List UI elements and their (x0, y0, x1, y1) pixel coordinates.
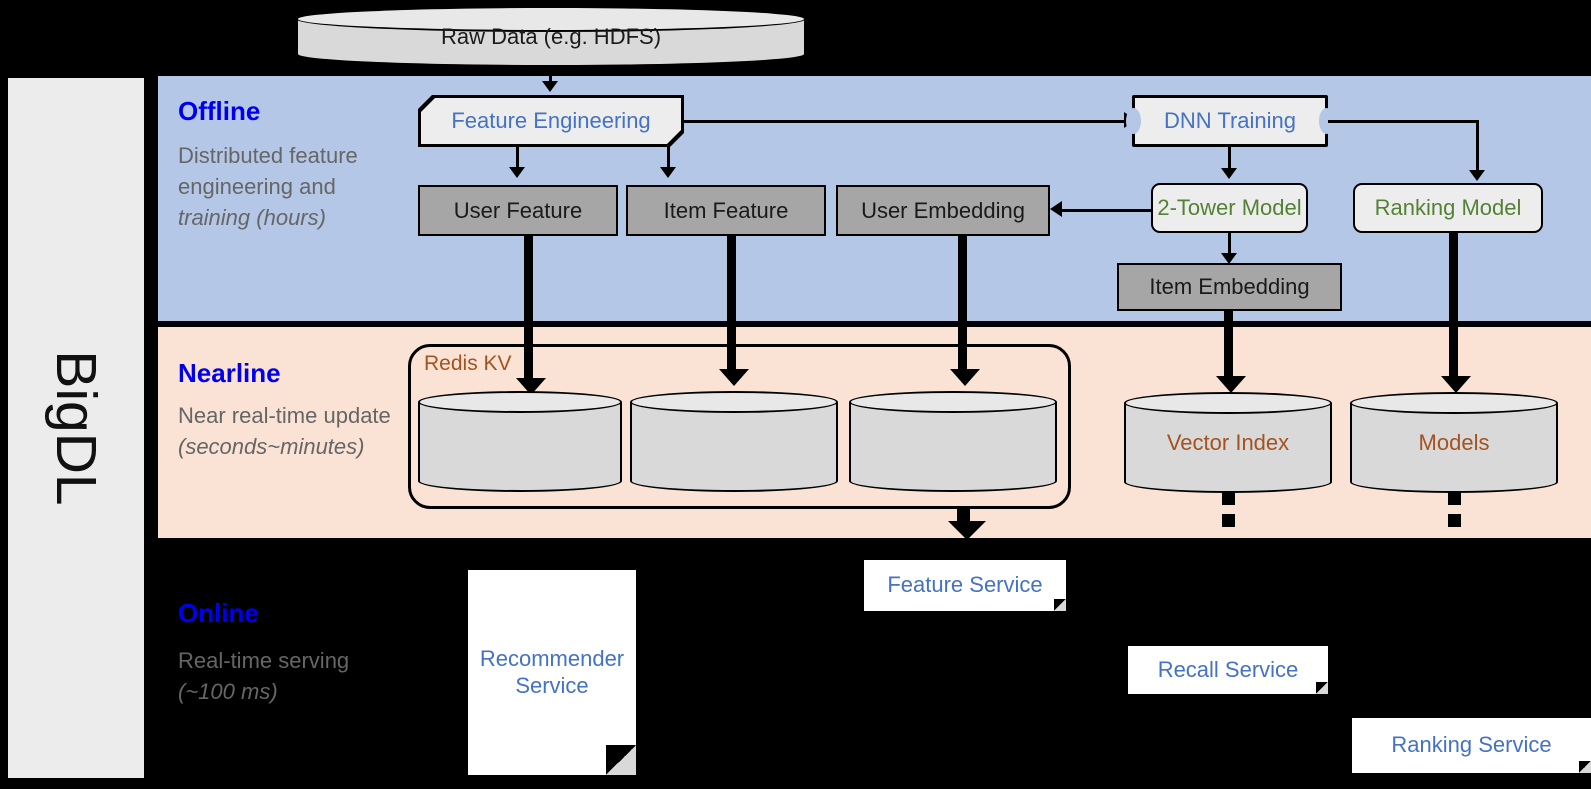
cylinder-body (630, 402, 838, 481)
pipe-userfeature-to-redis (524, 236, 533, 384)
feature-engineering-label: Feature Engineering (451, 108, 651, 133)
cylinder-body (849, 402, 1057, 481)
offline-stage-title: Offline (178, 96, 261, 126)
two-tower-model-box[interactable]: 2-Tower Model (1151, 183, 1308, 233)
arrow-twotower-to-userembedding-icon (1050, 201, 1062, 217)
recommender-service-label: Recommender Service (479, 646, 625, 698)
offline-stage-description: Distributed feature engineering and trai… (178, 140, 383, 233)
connector-fe-to-dnn (684, 120, 1126, 123)
redis-kv-label: Redis KV (424, 352, 512, 375)
connector-twotower-to-itemembedding (1228, 233, 1231, 258)
arrow-dnn-to-twotower-icon (1221, 168, 1237, 179)
arrow-redis-to-featureservice-icon (948, 521, 986, 540)
recall-service-label: Recall Service (1157, 656, 1299, 682)
pipe-itemfeature-to-redis (727, 236, 736, 375)
arrow-itemembedding-to-vectorindex-icon (1216, 376, 1246, 393)
pipe-itemembedding-to-vectorindex (1224, 311, 1233, 382)
dnn-training-label: DNN Training (1163, 108, 1297, 133)
arrow-rankingmodel-to-models-icon (1441, 376, 1471, 393)
item-feature-box[interactable]: Item Feature (626, 185, 826, 236)
redis-store-cylinder-3 (849, 391, 1057, 492)
online-desc-text: Real-time serving (178, 648, 350, 673)
arrow-fe-to-userfeature-icon (509, 167, 525, 178)
pipe-rankingmodel-to-models (1449, 233, 1458, 382)
connector-stub-vectorindex-2 (1222, 514, 1235, 527)
feature-engineering-box[interactable]: Feature Engineering (421, 98, 681, 144)
redis-kv-container (408, 344, 1071, 509)
models-cylinder[interactable]: Models (1350, 392, 1558, 493)
cylinder-top (418, 391, 622, 413)
arrow-itemfeature-to-redis-icon (719, 369, 749, 386)
nearline-stage-title: Nearline (178, 358, 281, 388)
pipe-userembedding-to-redis (958, 236, 967, 375)
recall-service-card[interactable]: Recall Service (1128, 646, 1328, 694)
cylinder-body (1350, 403, 1558, 482)
cylinder-top (1124, 392, 1332, 414)
feature-service-label: Feature Service (887, 572, 1043, 598)
connector-dnn-to-ranking-h (1328, 120, 1478, 123)
redis-store-cylinder-2 (630, 391, 838, 492)
online-desc-emphasis: (~100 ms) (178, 679, 278, 704)
user-embedding-label: User Embedding (861, 197, 1025, 223)
dnn-training-box[interactable]: DNN Training (1135, 98, 1325, 144)
online-stage-title: Online (178, 598, 259, 628)
bigdl-label: BigDL (44, 350, 108, 506)
cylinder-body (1124, 403, 1332, 482)
cylinder-body (418, 402, 622, 481)
connector-stub-models-1 (1448, 492, 1461, 505)
online-stage-description: Real-time serving (~100 ms) (178, 645, 383, 707)
models-label: Models (1418, 429, 1490, 455)
connector-fe-to-userfeature (516, 147, 519, 173)
item-embedding-label: Item Embedding (1149, 274, 1310, 300)
dnn-notch-left (1126, 108, 1141, 134)
user-feature-box[interactable]: User Feature (418, 185, 618, 236)
arrow-twotower-to-itemembedding-icon (1221, 253, 1237, 264)
connector-stub-models-2 (1448, 514, 1461, 527)
ranking-model-box[interactable]: Ranking Model (1353, 183, 1543, 233)
ranking-model-label: Ranking Model (1374, 195, 1522, 221)
arrow-dnn-to-ranking-icon (1469, 170, 1485, 181)
offline-desc-text: Distributed feature engineering and (178, 143, 358, 199)
arrow-userembedding-to-redis-icon (950, 369, 980, 386)
arrow-fe-to-itemfeature-icon (660, 167, 676, 178)
connector-dnn-to-twotower (1228, 147, 1231, 173)
user-embedding-box[interactable]: User Embedding (836, 185, 1050, 236)
connector-dnn-to-ranking-v (1476, 120, 1479, 173)
item-embedding-box[interactable]: Item Embedding (1117, 263, 1342, 311)
nearline-desc-emphasis: (seconds~minutes) (178, 434, 365, 459)
connector-stub-redis-to-featureservice (957, 509, 970, 522)
feature-service-card[interactable]: Feature Service (864, 560, 1066, 611)
nearline-stage-description: Near real-time update (seconds~minutes) (178, 400, 408, 462)
recommender-service-card[interactable]: Recommender Service (468, 570, 636, 775)
dnn-training-fill (1135, 98, 1325, 144)
nearline-desc-text: Near real-time update (178, 403, 391, 428)
item-feature-label: Item Feature (663, 197, 789, 223)
offline-desc-emphasis: training (hours) (178, 205, 326, 230)
two-tower-model-label: 2-Tower Model (1157, 195, 1302, 221)
ranking-service-label: Ranking Service (1391, 732, 1552, 758)
connector-rawdata-to-fe (549, 67, 552, 89)
connector-fe-to-itemfeature (667, 147, 670, 173)
cylinder-top (630, 391, 838, 413)
ranking-service-card[interactable]: Ranking Service (1352, 718, 1591, 773)
connector-stub-vectorindex-1 (1222, 492, 1235, 505)
raw-data-label: Raw Data (e.g. HDFS) (440, 23, 662, 49)
cylinder-top (849, 391, 1057, 413)
redis-store-cylinder-1 (418, 391, 622, 492)
raw-data-cylinder: Raw Data (e.g. HDFS) (296, 6, 806, 67)
user-feature-label: User Feature (453, 197, 583, 223)
dnn-notch-right (1319, 108, 1334, 134)
connector-twotower-to-userembedding (1062, 209, 1152, 212)
bigdl-sidebar: BigDL (8, 78, 144, 778)
vector-index-label: Vector Index (1166, 429, 1290, 455)
cylinder-top (296, 6, 806, 32)
arrow-rawdata-to-fe-icon (542, 81, 558, 92)
cylinder-top (1350, 392, 1558, 414)
vector-index-cylinder[interactable]: Vector Index (1124, 392, 1332, 493)
